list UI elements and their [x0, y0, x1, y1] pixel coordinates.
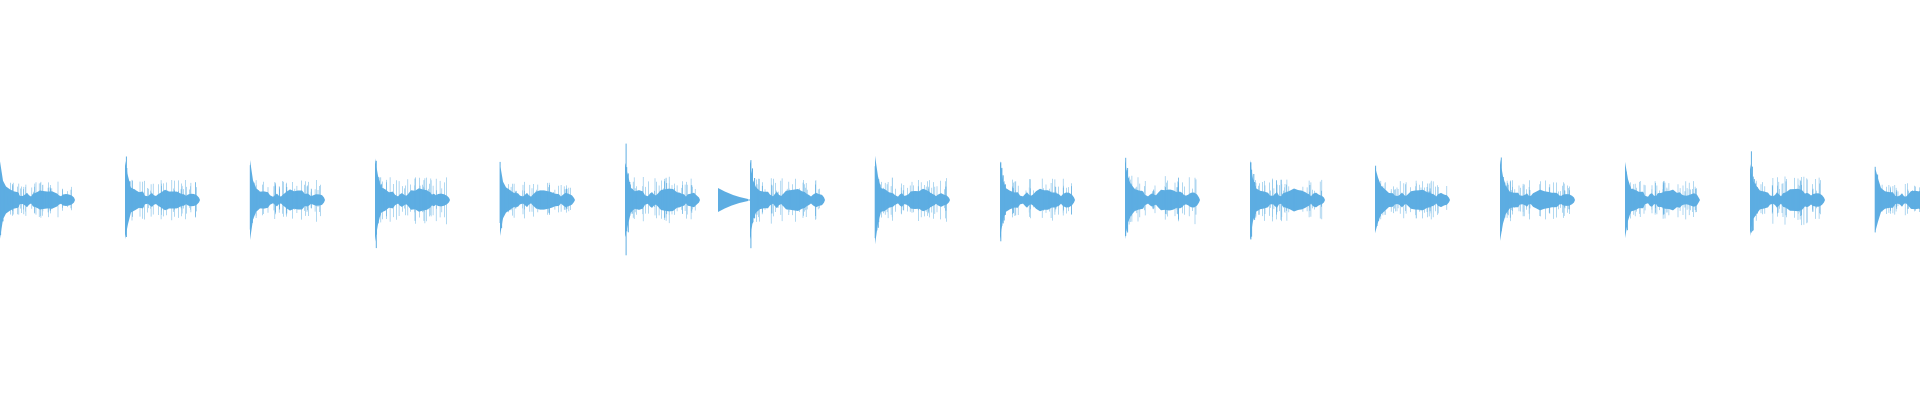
waveform-event	[874, 155, 950, 245]
waveform-envelope	[625, 162, 700, 238]
waveform-envelope	[1250, 159, 1325, 241]
waveform-envelope	[1375, 166, 1450, 234]
waveform-event	[249, 160, 325, 240]
waveform-envelope	[875, 155, 950, 245]
waveform-event	[1874, 166, 1920, 233]
waveform-event	[1000, 160, 1075, 242]
waveform-event	[750, 160, 825, 249]
waveform-event	[625, 143, 700, 256]
waveform-envelope	[375, 158, 450, 242]
waveform-event	[1625, 161, 1700, 239]
waveform-event	[1250, 159, 1325, 241]
waveform-event	[375, 158, 450, 249]
waveform-event	[499, 161, 575, 236]
waveform-envelope	[250, 160, 325, 240]
waveform-envelope	[125, 160, 200, 240]
waveform-envelope	[1750, 164, 1825, 236]
waveform-envelope	[1625, 161, 1700, 239]
waveform-event	[1500, 157, 1575, 241]
waveform-event	[1375, 165, 1450, 234]
waveform-envelope	[1000, 160, 1075, 240]
waveform-event	[125, 156, 200, 240]
waveform-envelope	[0, 161, 75, 239]
waveform-envelope	[1875, 167, 1920, 233]
waveform-envelope	[1500, 159, 1575, 241]
waveform-event	[1750, 151, 1825, 236]
waveform-event	[1125, 157, 1200, 239]
waveform-event	[0, 161, 75, 239]
